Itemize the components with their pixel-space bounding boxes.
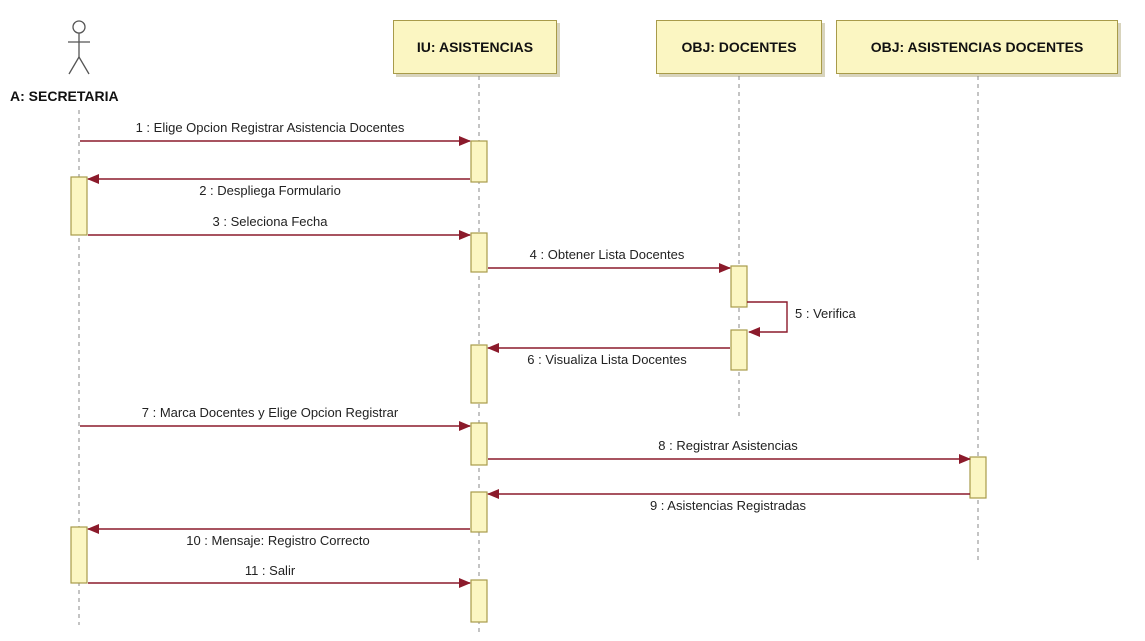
activation-bar-docentes <box>730 265 748 308</box>
message-label: 4 : Obtener Lista Docentes <box>530 247 685 262</box>
activation-bar-actor <box>70 526 88 584</box>
lifeline-header-iu-asistencias: IU: ASISTENCIAS <box>393 20 557 74</box>
activation-bar-iu <box>470 232 488 273</box>
message-label: 7 : Marca Docentes y Elige Opcion Regist… <box>142 405 399 420</box>
message-label: 5 : Verifica <box>795 306 856 321</box>
message-label: 8 : Registrar Asistencias <box>658 438 798 453</box>
activation-bar-iu <box>470 491 488 533</box>
lifeline-label: OBJ: ASISTENCIAS DOCENTES <box>870 39 1084 55</box>
activation-bar-iu <box>470 140 488 183</box>
actor-leg <box>68 56 80 75</box>
self-message-arrow <box>747 301 788 337</box>
actor-head-icon <box>72 20 86 34</box>
message-label: 10 : Mensaje: Registro Correcto <box>186 533 370 548</box>
activation-bar-docentes <box>730 329 748 371</box>
lifeline-label: IU: ASISTENCIAS <box>416 39 534 55</box>
actor-label: A: SECRETARIA <box>10 88 119 104</box>
actor-leg <box>78 56 90 75</box>
lifeline-label: OBJ: DOCENTES <box>681 39 797 55</box>
activation-bar-iu <box>470 422 488 466</box>
message-label: 2 : Despliega Formulario <box>199 183 341 198</box>
activation-bar-iu <box>470 579 488 623</box>
message-label: 11 : Salir <box>245 563 296 578</box>
activation-bar-actor <box>70 176 88 236</box>
activation-bar-asistencias_docentes <box>969 456 987 499</box>
lifeline-header-obj-asistencias-docentes: OBJ: ASISTENCIAS DOCENTES <box>836 20 1118 74</box>
message-label: 1 : Elige Opcion Registrar Asistencia Do… <box>136 120 405 135</box>
activation-bar-iu <box>470 344 488 404</box>
message-label: 3 : Seleciona Fecha <box>213 214 329 229</box>
message-label: 6 : Visualiza Lista Docentes <box>527 352 687 367</box>
lifeline-header-obj-docentes: OBJ: DOCENTES <box>656 20 822 74</box>
message-label: 9 : Asistencias Registradas <box>650 498 807 513</box>
